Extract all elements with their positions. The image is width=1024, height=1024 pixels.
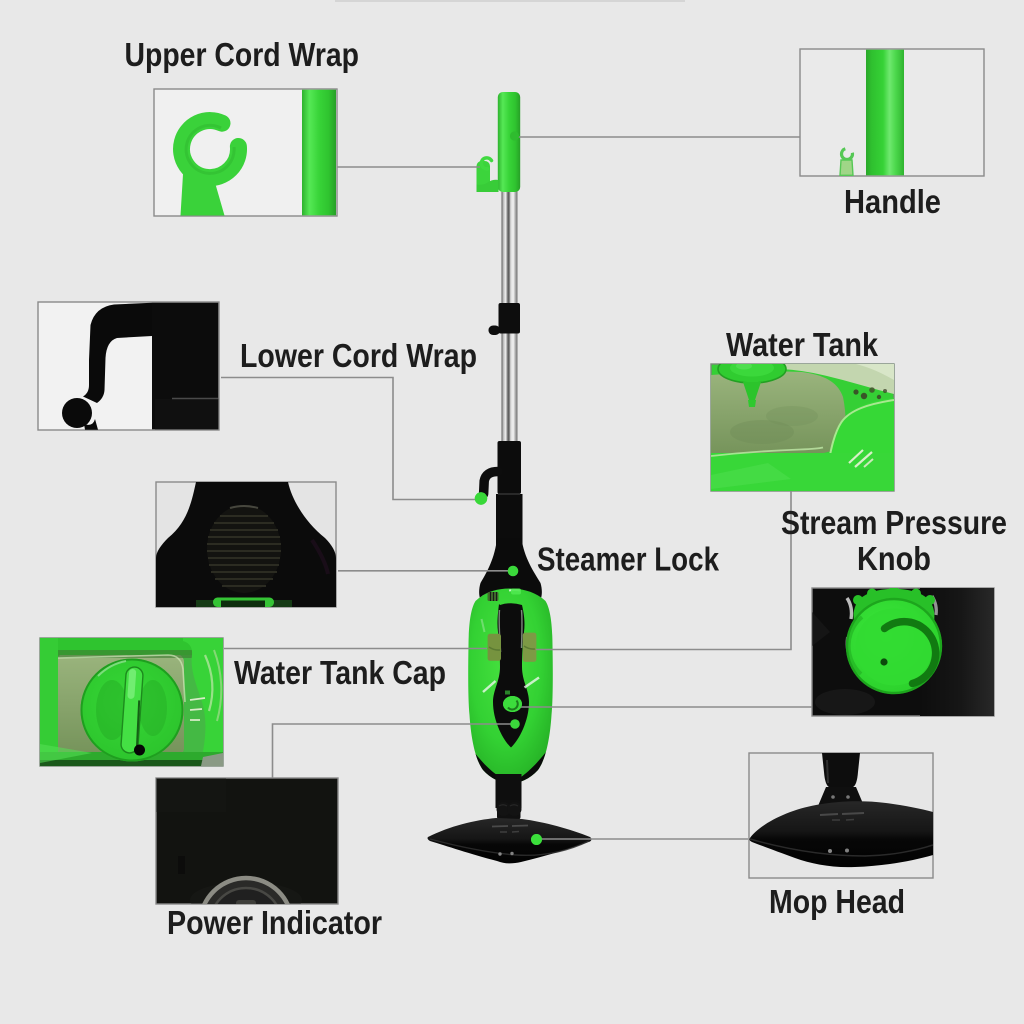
svg-text:Water Tank Cap: Water Tank Cap [234,654,446,691]
svg-text:Knob: Knob [857,540,931,577]
svg-text:Mop Head: Mop Head [769,883,905,920]
svg-text:Upper Cord Wrap: Upper Cord Wrap [125,36,360,73]
svg-text:Stream Pressure: Stream Pressure [781,504,1007,541]
svg-text:Steamer Lock: Steamer Lock [537,541,720,578]
svg-text:Lower Cord Wrap: Lower Cord Wrap [240,337,477,374]
svg-text:Handle: Handle [844,183,941,220]
svg-text:Water Tank: Water Tank [726,326,879,363]
svg-text:Power Indicator: Power Indicator [167,904,382,941]
